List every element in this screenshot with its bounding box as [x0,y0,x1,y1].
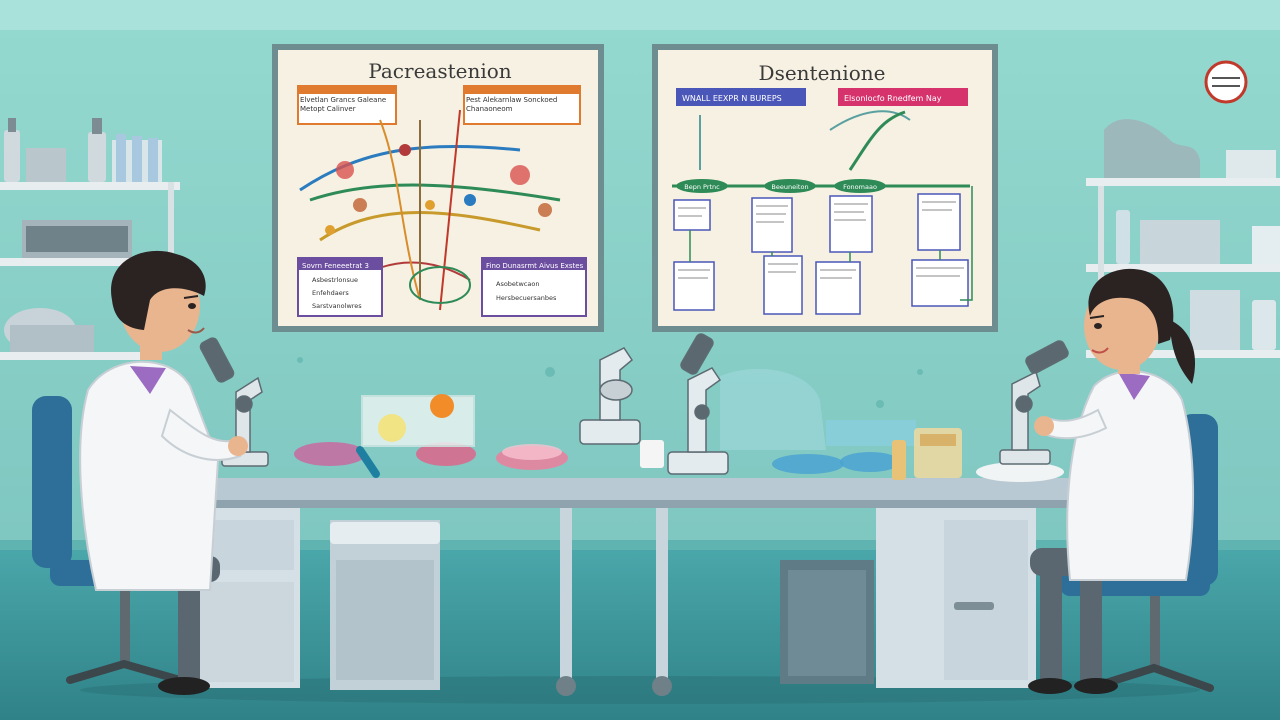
left-poster-box-top-left: Elvetlan Grancs Galeane Metopt Calinver [300,96,387,113]
bench-items [294,368,1064,482]
left-poster-box-bl-item: Enfehdaers [312,289,349,297]
right-poster: Dsentenione WNALL EEXPR N BUREPS Elsonlo… [652,44,998,332]
left-poster-box-bl-item: Asbestrlonsue [312,276,358,284]
right-poster-banner-right: Elsonlocfo Rnedfem Nay [844,94,942,103]
petri-dish-icon [294,442,568,470]
left-poster-box-top-right: Pest Alekarnlaw Sonckoed Chanaoneom [466,96,558,113]
lab-bench [80,478,1200,704]
pathway-nodes [325,144,552,235]
left-poster-box-br-item: Asobetwcaon [496,280,539,288]
flowchart-connectors [689,186,973,301]
right-poster-stage-label: Bepn Prtnc [684,183,720,191]
left-poster: Pacreastenion Elvetlan Grancs Galeane Me… [272,44,604,332]
left-shelves [0,118,180,360]
baseboard [0,540,1280,550]
left-poster-box-bl-title: Sovrn Feneeetrat 3 [302,262,369,270]
left-scientist [32,250,248,695]
bottle-icon [4,118,106,182]
left-chair-back [32,396,72,568]
right-poster-banner-left: WNALL EEXPR N BUREPS [682,94,782,103]
right-poster-stage-label: Fonomaao [843,183,877,191]
left-poster-box-br-item: Hersbecuersanbes [496,294,557,302]
wall-trim [0,0,1280,30]
right-scientist [1028,268,1218,694]
left-poster-box-bl-item: Sarstvanolwres [312,302,362,310]
decorative-splashes [297,357,923,408]
right-shelves [1086,119,1280,358]
left-poster-title: Pacreastenion [368,59,511,83]
right-poster-title: Dsentenione [759,61,886,85]
left-poster-box-br-title: Fino Dunasrmt Aivus Exstes [486,262,584,270]
microscope-icon [199,333,1069,475]
wall-clock-icon [1204,60,1248,104]
flowchart-text-lines [678,201,964,279]
right-poster-stage-label: Beeuneiton [771,183,808,191]
